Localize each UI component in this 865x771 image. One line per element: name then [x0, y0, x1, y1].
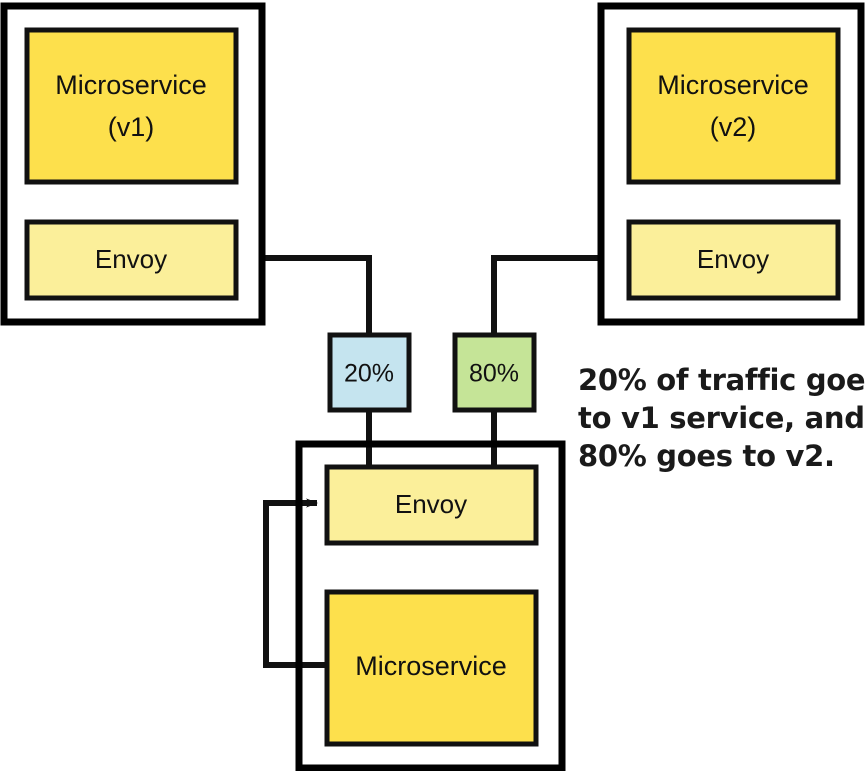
- split-node-80[interactable]: 80%: [452, 332, 537, 413]
- container-pod-caller: Envoy Microservice: [295, 440, 566, 771]
- annotation-line-1: 20% of traffic goes: [578, 363, 865, 397]
- envoy-caller-label: Envoy: [395, 489, 467, 519]
- annotation-line-3: 80% goes to v2.: [578, 439, 835, 473]
- annotation-line-2: to v1 service, and: [578, 401, 865, 435]
- split-20-label: 20%: [344, 360, 394, 388]
- traffic-split-annotation: 20% of traffic goes to v1 service, and 8…: [578, 363, 865, 473]
- microservice-v2-label-line1: Microservice: [657, 70, 809, 100]
- envoy-v2-rect[interactable]: [626, 219, 841, 301]
- microservice-caller-rect[interactable]: [324, 589, 539, 747]
- envoy-v1-rect[interactable]: [24, 219, 239, 301]
- microservice-v2-box[interactable]: Microservice (v2): [626, 27, 841, 185]
- envoy-v2-label: Envoy: [697, 244, 769, 274]
- envoy-v1-box[interactable]: Envoy: [24, 219, 239, 301]
- microservice-caller-label: Microservice: [355, 651, 507, 681]
- split-80-rect[interactable]: [452, 332, 537, 413]
- container-pod-v1: Microservice (v1) Envoy: [0, 2, 266, 326]
- envoy-caller-rect[interactable]: [324, 464, 539, 546]
- pod-caller-border: [295, 440, 566, 771]
- microservice-v2-label-line2: (v2): [710, 112, 757, 142]
- microservice-v1-label-line2: (v1): [108, 112, 155, 142]
- microservice-caller-box[interactable]: Microservice: [324, 589, 539, 747]
- split-80-label: 80%: [469, 360, 519, 388]
- envoy-v2-box[interactable]: Envoy: [626, 219, 841, 301]
- container-pod-v2: Microservice (v2) Envoy: [597, 2, 865, 326]
- edge-split-80-to-envoy-v2: [491, 253, 616, 335]
- microservice-v1-box[interactable]: Microservice (v1): [24, 27, 239, 185]
- microservice-v1-rect[interactable]: [24, 27, 239, 185]
- envoy-v1-label: Envoy: [95, 244, 167, 274]
- microservice-v1-label-line1: Microservice: [55, 70, 207, 100]
- split-node-20[interactable]: 20%: [327, 332, 412, 413]
- edge-split-20-to-envoy-v1: [244, 253, 372, 335]
- envoy-caller-box[interactable]: Envoy: [324, 464, 539, 546]
- microservice-v2-rect[interactable]: [626, 27, 841, 185]
- split-20-rect[interactable]: [327, 332, 412, 413]
